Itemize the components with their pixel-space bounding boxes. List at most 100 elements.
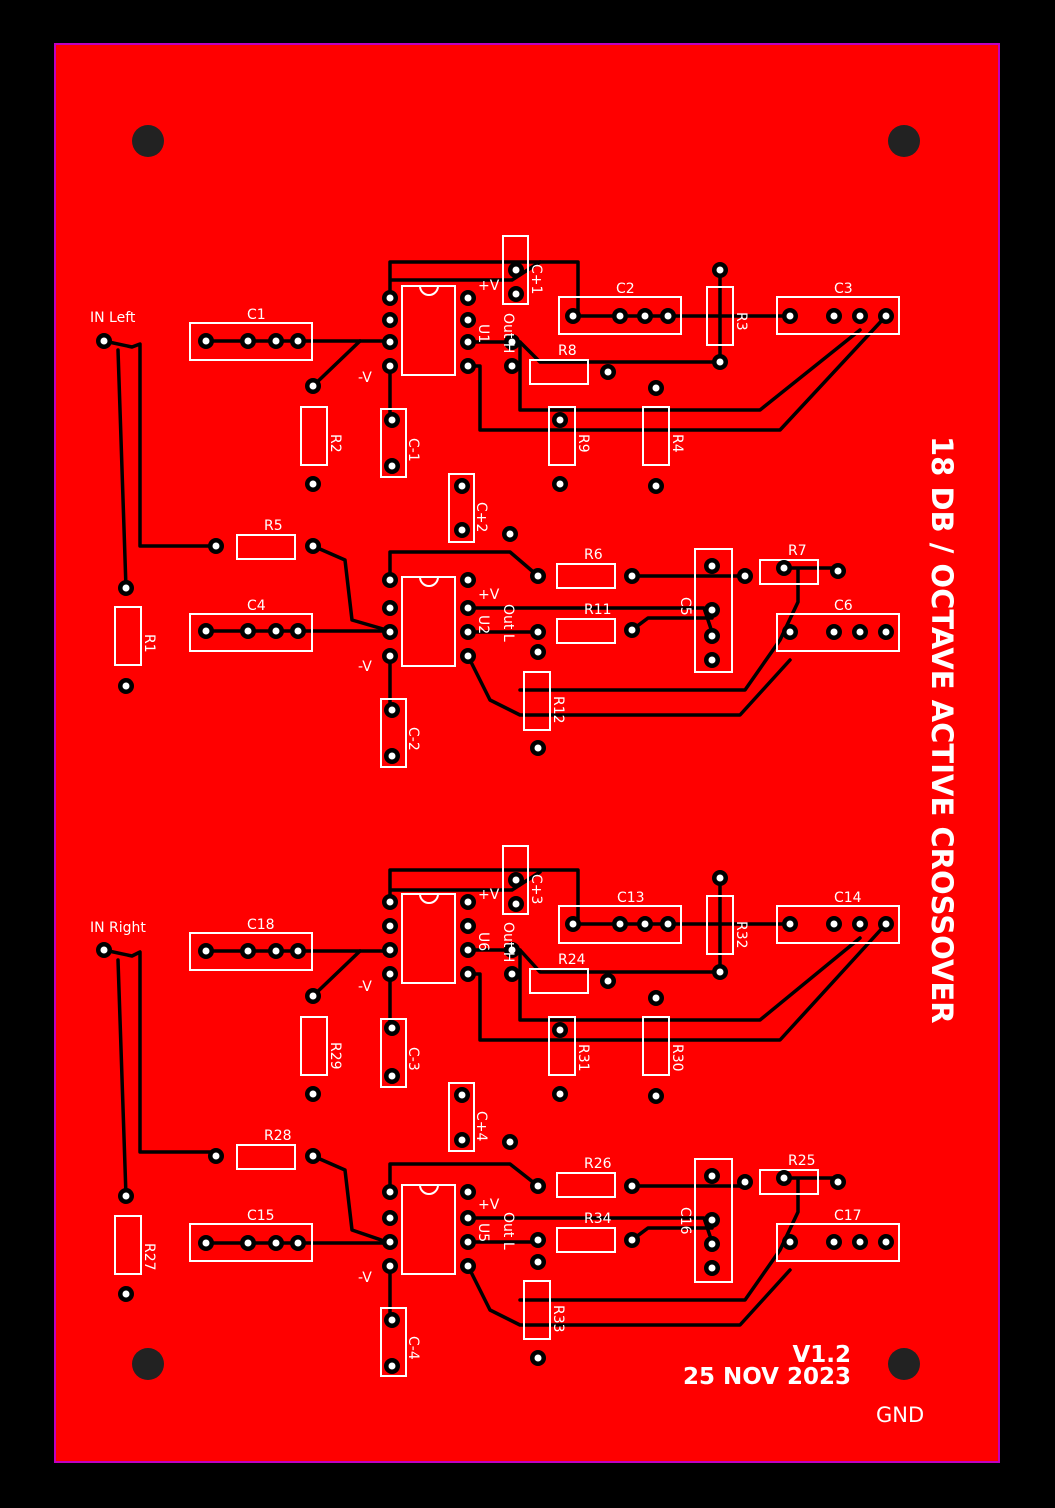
pad-hole — [652, 384, 660, 392]
pad-hole — [388, 462, 396, 470]
c1-outline — [189, 322, 313, 361]
pad-hole — [388, 1072, 396, 1080]
pad-hole — [780, 564, 788, 572]
cm4-outline — [380, 1307, 407, 1377]
pad-hole — [534, 1258, 542, 1266]
r4-outline — [642, 406, 670, 466]
label-r4: R4 — [669, 434, 685, 453]
u5-vminus: -V — [358, 1270, 372, 1286]
pads — [96, 262, 894, 1374]
label-cp2: C+2 — [473, 502, 489, 532]
pad-hole — [508, 362, 516, 370]
pad-hole — [716, 968, 724, 976]
version-label: V1.2 — [792, 1342, 851, 1368]
pad-hole — [464, 294, 472, 302]
pad-hole — [464, 338, 472, 346]
pad-hole — [202, 627, 210, 635]
r26-outline — [556, 1172, 616, 1198]
pad-hole — [464, 362, 472, 370]
gnd-label: GND — [876, 1403, 924, 1427]
pad-hole — [512, 900, 520, 908]
r7-outline — [759, 559, 819, 585]
cp4-outline — [448, 1082, 475, 1152]
pad-hole — [604, 368, 612, 376]
c2-outline — [558, 296, 682, 335]
c18-outline — [189, 932, 313, 971]
pad-hole — [244, 337, 252, 345]
label-r29: R29 — [327, 1042, 343, 1070]
pad-hole — [534, 648, 542, 656]
pad-hole — [294, 947, 302, 955]
r5-outline — [236, 534, 296, 560]
pad-hole — [309, 480, 317, 488]
pad-hole — [569, 920, 577, 928]
pad-hole — [664, 920, 672, 928]
pad-hole — [244, 627, 252, 635]
pad-hole — [786, 1238, 794, 1246]
pad-hole — [244, 947, 252, 955]
pad-hole — [386, 898, 394, 906]
r12-outline — [523, 671, 551, 731]
pad-hole — [309, 1090, 317, 1098]
cm2-outline — [380, 698, 407, 768]
pad-hole — [512, 876, 520, 884]
pad-hole — [458, 1091, 466, 1099]
pad-hole — [386, 338, 394, 346]
pad-hole — [628, 1182, 636, 1190]
r6-outline — [556, 563, 616, 589]
pad-hole — [386, 1214, 394, 1222]
label-cp4: C+4 — [473, 1111, 489, 1142]
pad-hole — [464, 316, 472, 324]
label-u2: U2 — [475, 615, 491, 634]
pad-hole — [202, 947, 210, 955]
pad-hole — [386, 946, 394, 954]
pad-hole — [856, 920, 864, 928]
r32-outline — [706, 895, 734, 955]
u2-vplus: +V — [478, 587, 500, 603]
pad-hole — [508, 970, 516, 978]
pad-hole — [309, 1152, 317, 1160]
pad-hole — [386, 652, 394, 660]
mounting-hole-tr — [888, 125, 920, 157]
u6-outh-label: Out H — [500, 922, 516, 962]
pad-hole — [708, 606, 716, 614]
pad-hole — [641, 312, 649, 320]
c17-outline — [776, 1223, 900, 1262]
label-r33: R33 — [550, 1305, 566, 1333]
pad-hole — [534, 628, 542, 636]
pad-hole — [741, 1178, 749, 1186]
u2-outl-label: Out L — [500, 604, 516, 642]
pad-hole — [464, 1238, 472, 1246]
u1-outh-label: Out H — [500, 313, 516, 353]
pad-hole — [464, 628, 472, 636]
u1-vminus: -V — [358, 370, 372, 386]
pad-hole — [882, 312, 890, 320]
pad-hole — [641, 920, 649, 928]
label-r28: R28 — [264, 1128, 292, 1144]
pad-hole — [458, 1136, 466, 1144]
pad-hole — [830, 628, 838, 636]
pad-hole — [628, 1236, 636, 1244]
label-r9: R9 — [575, 434, 591, 453]
pad-hole — [506, 530, 514, 538]
label-r26: R26 — [584, 1156, 612, 1172]
c15-outline — [189, 1223, 313, 1262]
pad-hole — [309, 542, 317, 550]
label-r34: R34 — [584, 1211, 612, 1227]
c4-outline — [189, 613, 313, 652]
pad-hole — [856, 1238, 864, 1246]
u5-outline — [401, 1184, 456, 1275]
pad-hole — [388, 1024, 396, 1032]
pad-hole — [708, 1216, 716, 1224]
u5-outl-label: Out L — [500, 1212, 516, 1250]
label-c16: C16 — [677, 1207, 693, 1235]
pad-hole — [202, 337, 210, 345]
pad-hole — [534, 1354, 542, 1362]
cp3-outline — [502, 845, 529, 915]
label-c5: C5 — [677, 597, 693, 616]
label-r27: R27 — [141, 1243, 157, 1271]
label-cm1: C-1 — [405, 438, 421, 462]
pad-hole — [716, 266, 724, 274]
u5-vplus: +V — [478, 1197, 500, 1213]
label-cp1: C+1 — [528, 264, 544, 294]
